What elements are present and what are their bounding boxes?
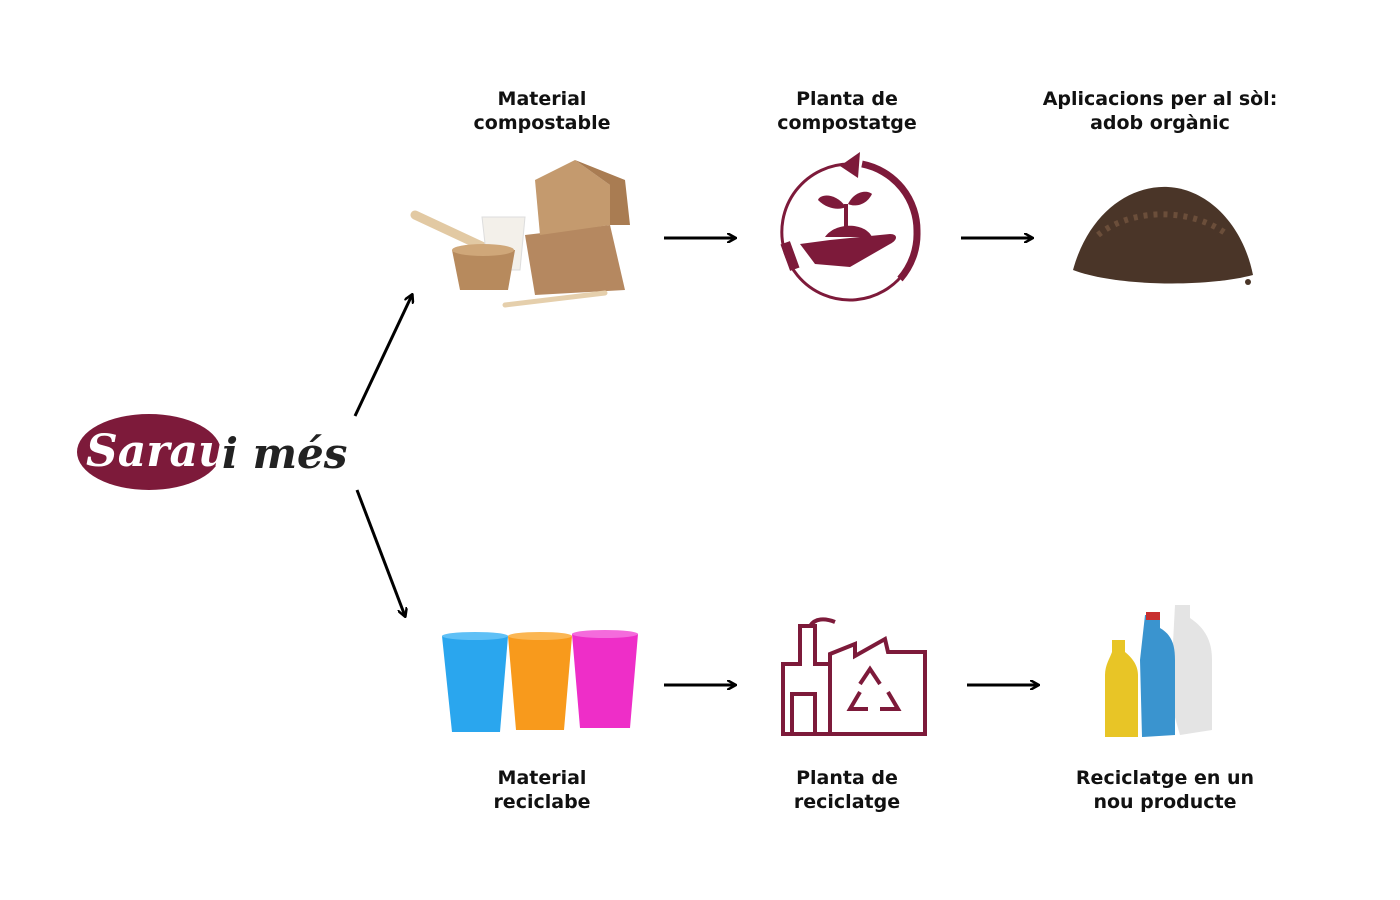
logo-text-i-mes: i més: [222, 429, 347, 478]
arrow-to-compostable: [353, 295, 412, 417]
soil-pile-image: [1073, 186, 1253, 285]
compostable-tableware-image: [410, 160, 630, 308]
label-compost-plant: Planta de compostatge: [697, 87, 997, 135]
arrow-to-recyclable: [355, 489, 405, 616]
label-recyclable-material: Material reciclabe: [392, 766, 692, 814]
label-line: Reciclatge en un: [1075, 767, 1255, 789]
label-compostable-material: Material compostable: [392, 87, 692, 135]
label-line: compostable: [473, 112, 611, 134]
label-line: reciclatge: [793, 791, 901, 813]
label-line: Material: [497, 88, 587, 110]
label-line: adob orgànic: [1090, 112, 1230, 134]
label-line: Aplicacions per al sòl:: [1042, 88, 1278, 110]
plastic-bottles-image: [1105, 605, 1212, 737]
label-soil-applications: Aplicacions per al sòl: adob orgànic: [1010, 87, 1310, 135]
label-recycling-plant: Planta de reciclatge: [697, 766, 997, 814]
label-line: compostatge: [777, 112, 917, 134]
label-line: reciclabe: [493, 791, 591, 813]
label-new-product: Reciclatge en un nou producte: [1015, 766, 1315, 814]
label-line: Planta de: [796, 767, 898, 789]
plastic-cups-image: [442, 630, 638, 732]
label-line: nou producte: [1093, 791, 1237, 813]
label-line: Planta de: [796, 88, 898, 110]
sarau-i-mes-logo: Sarau i més: [76, 414, 347, 494]
logo-graphic: Sarau i més: [77, 414, 347, 490]
logo-text-sarau: Sarau: [86, 426, 230, 477]
hand-plant-cycle-icon: [780, 152, 921, 302]
label-line: Material: [497, 767, 587, 789]
recycling-factory-icon: [781, 617, 927, 736]
